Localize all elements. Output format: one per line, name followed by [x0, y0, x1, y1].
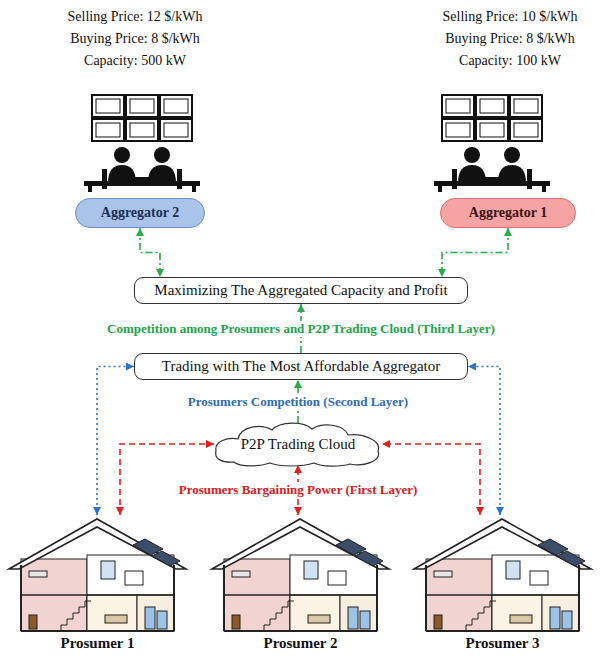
operators-icon: [434, 95, 550, 192]
process-box: Trading with The Most Affordable Aggrega…: [134, 353, 468, 380]
node-text: Prosumer 1: [5, 635, 190, 652]
node-text: Prosumer 3: [410, 635, 595, 652]
connector-arrow: [468, 367, 500, 516]
layer-label: Competition among Prosumers and P2P Trad…: [104, 321, 498, 337]
price-label: Buying Price: 8 $/kWh: [445, 31, 575, 47]
prosumer-house: Prosumer 3: [410, 515, 595, 660]
house-illustration: [208, 515, 393, 633]
layer-label: Prosumers Competition (Second Layer): [185, 394, 411, 410]
connector-arrow: [120, 444, 214, 515]
trading-cloud: P2P Trading Cloud: [214, 421, 382, 467]
price-label: Selling Price: 10 $/kWh: [443, 9, 578, 25]
price-label: Capacity: 500 kW: [84, 53, 186, 69]
prosumer-house: Prosumer 2: [208, 515, 393, 660]
aggregator-box: Aggregator 2: [75, 198, 205, 228]
connector-arrow: [442, 228, 508, 277]
node-text: P2P Trading Cloud: [241, 436, 356, 453]
node-text: Trading with The Most Affordable Aggrega…: [162, 358, 440, 375]
node-text: Aggregator 1: [469, 205, 547, 221]
aggregator-box: Aggregator 1: [440, 198, 576, 228]
house-illustration: [410, 515, 595, 633]
house-illustration: [5, 515, 190, 633]
process-box: Maximizing The Aggregated Capacity and P…: [134, 277, 468, 304]
cloud-shape: [216, 423, 379, 466]
connector-arrow: [97, 367, 134, 516]
layer-label: Prosumers Bargaining Power (First Layer): [176, 482, 421, 498]
connector-arrow: [382, 444, 480, 515]
connector-arrow: [140, 228, 160, 277]
node-text: Aggregator 2: [101, 205, 179, 221]
node-text: Prosumer 2: [208, 635, 393, 652]
prosumer-house: Prosumer 1: [5, 515, 190, 660]
node-text: Maximizing The Aggregated Capacity and P…: [154, 282, 447, 299]
price-label: Selling Price: 12 $/kWh: [68, 9, 203, 25]
price-label: Buying Price: 8 $/kWh: [70, 31, 200, 47]
operators-icon: [84, 95, 200, 192]
price-label: Capacity: 100 kW: [459, 53, 561, 69]
